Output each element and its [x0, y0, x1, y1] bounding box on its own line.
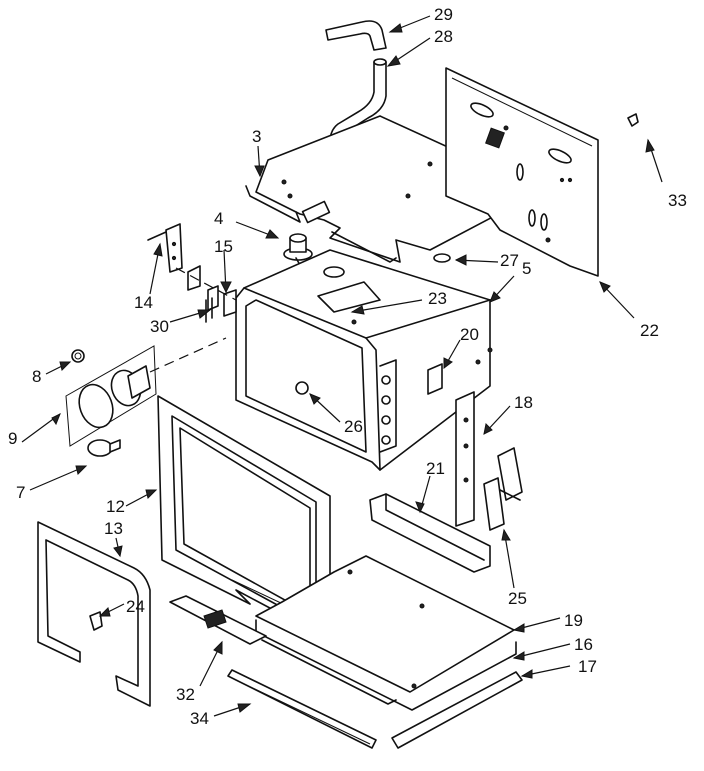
part-32-trim — [169, 595, 267, 645]
part-7-bulb — [87, 439, 121, 457]
part-13-gasket — [37, 521, 151, 707]
callout-4: 4 — [214, 209, 223, 228]
part-18-side-bracket — [455, 391, 475, 527]
callout-15: 15 — [214, 237, 233, 256]
part-17-trim-strip — [391, 671, 523, 749]
part-8-nut — [71, 349, 85, 363]
part-5-oven-cavity — [235, 249, 493, 471]
callout-24: 24 — [126, 597, 145, 616]
callout-32: 32 — [176, 685, 195, 704]
callout-25: 25 — [508, 589, 527, 608]
callout-8: 8 — [32, 367, 41, 386]
callout-23: 23 — [428, 289, 447, 308]
leader-arrowheads — [51, 23, 655, 713]
callout-7: 7 — [16, 483, 25, 502]
callout-22: 22 — [640, 321, 659, 340]
part-33-clip — [627, 113, 639, 127]
callout-30: 30 — [150, 317, 169, 336]
callout-5: 5 — [522, 259, 531, 278]
part-14-bracket — [147, 223, 183, 273]
callout-19: 19 — [564, 611, 583, 630]
callout-16: 16 — [574, 635, 593, 654]
part-29-vent-hose — [325, 20, 387, 51]
callout-33: 33 — [668, 191, 687, 210]
callout-28: 28 — [434, 27, 453, 46]
callout-21: 21 — [426, 459, 445, 478]
part-20-bracket — [427, 363, 443, 395]
callout-26: 26 — [344, 417, 363, 436]
alignment-line — [175, 267, 237, 301]
part-26-plug — [295, 381, 309, 395]
callout-17: 17 — [578, 657, 597, 676]
part-19-bottom-panel — [255, 555, 515, 693]
part-21-rail — [369, 493, 491, 573]
part-9-light-housing — [65, 345, 157, 447]
part-34-vent-grille — [227, 669, 377, 749]
callout-34: 34 — [190, 709, 209, 728]
part-25-hinge — [483, 447, 523, 531]
callout-29: 29 — [434, 5, 453, 24]
alignment-line — [149, 337, 227, 373]
part-16-bottom-frame — [255, 619, 517, 711]
callout-labels: 29 28 3 33 4 15 27 5 14 23 22 30 20 8 26… — [8, 5, 687, 728]
callout-9: 9 — [8, 429, 17, 448]
callout-18: 18 — [514, 393, 533, 412]
callout-27: 27 — [500, 251, 519, 270]
part-12-front-frame — [157, 395, 331, 641]
part-22-rear-panel — [445, 67, 599, 277]
callout-3: 3 — [252, 127, 261, 146]
callout-14: 14 — [134, 293, 153, 312]
part-27-plug — [433, 253, 451, 263]
callout-20: 20 — [460, 325, 479, 344]
callout-12: 12 — [106, 497, 125, 516]
callout-13: 13 — [104, 519, 123, 538]
